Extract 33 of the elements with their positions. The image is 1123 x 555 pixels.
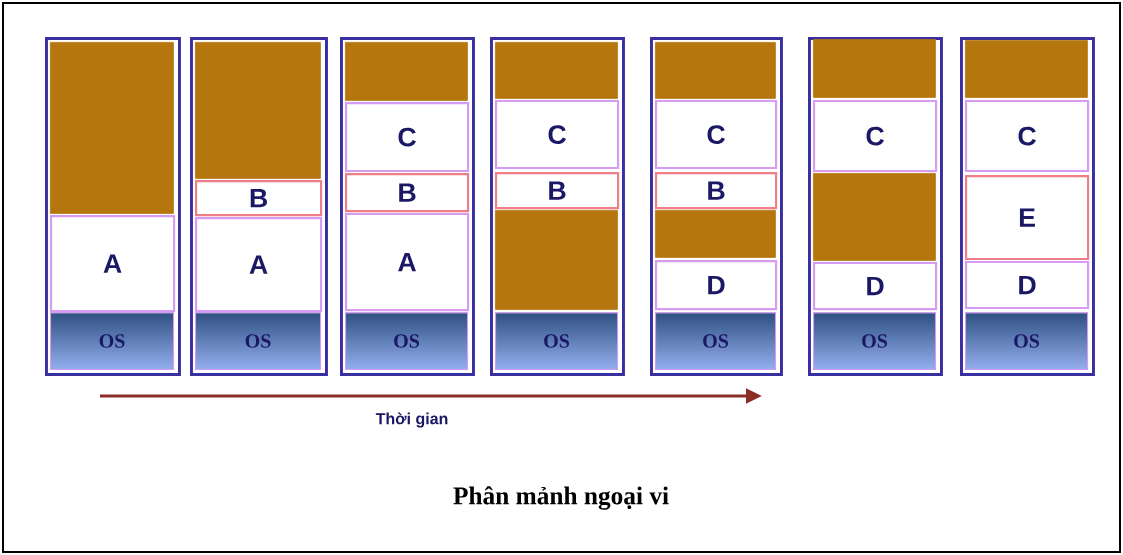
free-space-block bbox=[655, 42, 776, 99]
process-block: E bbox=[965, 175, 1090, 261]
os-block: OS bbox=[495, 312, 619, 371]
os-block: OS bbox=[195, 312, 322, 371]
free-space-block bbox=[813, 173, 936, 261]
free-space-block bbox=[495, 42, 618, 99]
free-space-block bbox=[195, 42, 321, 179]
axis-label: Thời gian bbox=[375, 412, 448, 428]
process-block: C bbox=[813, 100, 938, 173]
process-block: D bbox=[813, 262, 938, 311]
process-block: B bbox=[195, 180, 323, 217]
process-block: B bbox=[655, 172, 778, 210]
process-block: B bbox=[345, 173, 470, 213]
process-block: B bbox=[495, 172, 620, 210]
os-block: OS bbox=[813, 312, 937, 371]
os-block: OS bbox=[965, 312, 1089, 371]
os-block: OS bbox=[345, 312, 469, 371]
process-block: C bbox=[345, 102, 470, 173]
process-block: C bbox=[965, 100, 1090, 173]
process-block: D bbox=[655, 260, 778, 311]
free-space-block bbox=[655, 210, 776, 258]
caption: Phân mảnh ngoại vi bbox=[453, 486, 669, 510]
process-block: C bbox=[655, 100, 778, 170]
free-space-block bbox=[965, 40, 1088, 98]
free-space-block bbox=[813, 39, 936, 98]
process-block: D bbox=[965, 261, 1090, 310]
free-space-block bbox=[495, 210, 618, 310]
free-space-block bbox=[345, 42, 468, 101]
process-block: A bbox=[50, 215, 176, 313]
free-space-block bbox=[50, 42, 174, 214]
process-block: C bbox=[495, 100, 620, 170]
os-block: OS bbox=[655, 312, 777, 371]
os-block: OS bbox=[50, 312, 175, 371]
